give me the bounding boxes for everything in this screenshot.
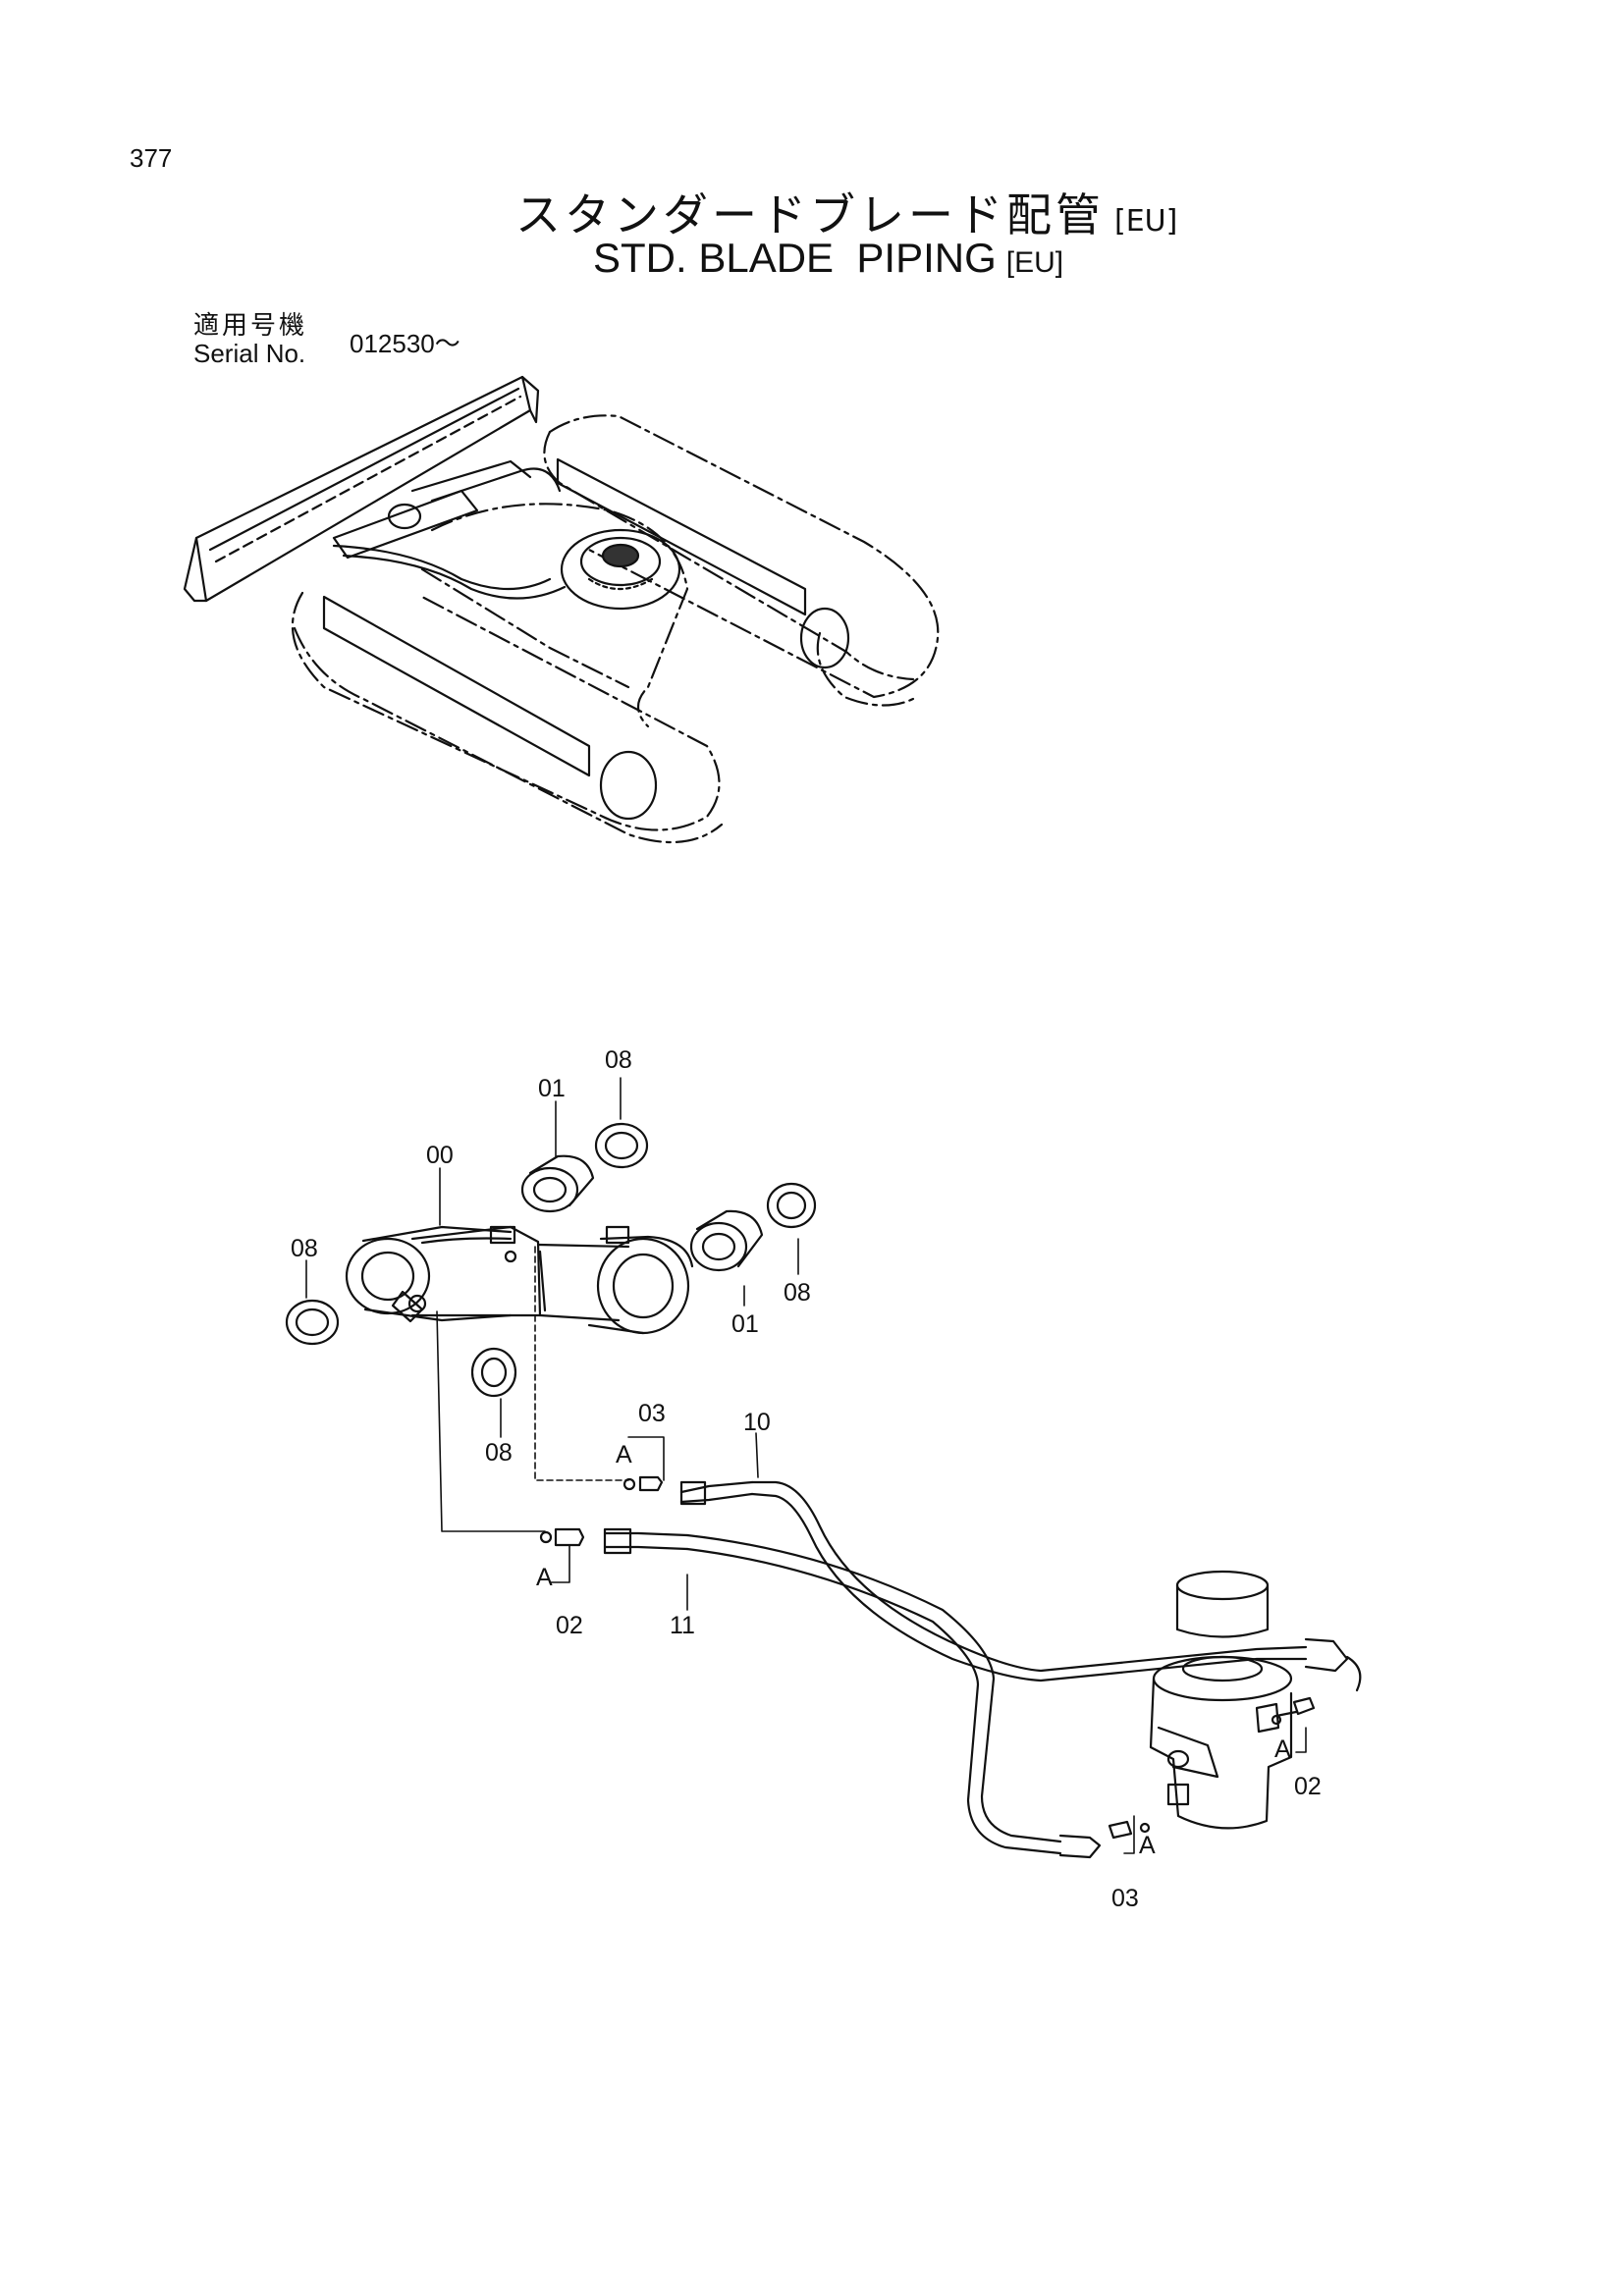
dozer-blade <box>183 375 540 603</box>
serial-label-english: Serial No. <box>193 339 306 368</box>
part-02-fitting-left <box>539 1527 585 1547</box>
callout-a-bottom: A <box>1139 1832 1156 1859</box>
part-02-fitting-right <box>1271 1696 1316 1726</box>
right-side-plate <box>556 457 807 616</box>
undercarriage-overview <box>183 375 940 844</box>
part-10-hose <box>679 1480 1362 1692</box>
callout-03-top: 03 <box>638 1400 666 1427</box>
title-english-tag: [EU] <box>1005 246 1064 279</box>
front-idler-right <box>799 607 850 669</box>
part-01-bushing-right <box>689 1209 764 1272</box>
callout-02-right: 02 <box>1294 1773 1322 1800</box>
callout-a-right: A <box>1274 1735 1291 1763</box>
serial-value: 012530～ <box>350 329 460 358</box>
part-00-blade-cylinder <box>345 1225 694 1335</box>
callout-00: 00 <box>426 1142 454 1169</box>
part-08-seal-left <box>285 1299 340 1346</box>
center-joint-assembly <box>1149 1570 1298 1830</box>
callout-01-upper: 01 <box>538 1075 566 1102</box>
callout-a-left: A <box>536 1564 553 1591</box>
left-side-plate <box>322 595 591 777</box>
title-japanese-tag: [EU] <box>1114 204 1178 239</box>
part-03-fitting-right <box>1108 1820 1151 1840</box>
blade-cylinder-on-machine <box>332 459 567 600</box>
part-08-seal-lower <box>470 1347 517 1398</box>
callout-02-left: 02 <box>556 1612 583 1639</box>
page-number: 377 <box>130 143 173 173</box>
callout-08-left: 08 <box>291 1235 318 1262</box>
part-08-seal-upper <box>594 1122 649 1169</box>
callout-10: 10 <box>743 1409 771 1436</box>
part-03-fitting-top <box>622 1475 664 1492</box>
callout-08-upper: 08 <box>605 1046 632 1074</box>
leader-lines <box>305 1077 1307 1854</box>
front-idler-left <box>599 750 658 821</box>
title-japanese: スタンダードブレード配管 [EU] <box>515 180 1177 244</box>
callout-08-right: 08 <box>784 1279 811 1307</box>
center-frame <box>420 503 689 728</box>
serial-label-japanese: 適用号機 <box>193 311 308 341</box>
part-08-seal-right <box>766 1182 817 1229</box>
center-joint <box>560 528 681 611</box>
callout-labels: 00 01 08 01 08 08 08 03 A 10 A 02 11 A 0… <box>291 1046 1322 1912</box>
callout-a-top: A <box>616 1441 632 1468</box>
callout-03-bottom: 03 <box>1111 1885 1139 1912</box>
part-11-hose <box>603 1527 1102 1859</box>
title-english-text: STD. BLADE PIPING <box>593 235 997 281</box>
title-english: STD. BLADE PIPING[EU] <box>593 235 1063 282</box>
callout-11: 11 <box>670 1612 695 1639</box>
callout-01-right: 01 <box>731 1310 759 1338</box>
part-01-bushing-upper <box>520 1154 595 1213</box>
title-japanese-text: スタンダードブレード配管 <box>515 188 1105 241</box>
left-track-frame <box>291 591 724 844</box>
callout-08-lower: 08 <box>485 1439 513 1467</box>
